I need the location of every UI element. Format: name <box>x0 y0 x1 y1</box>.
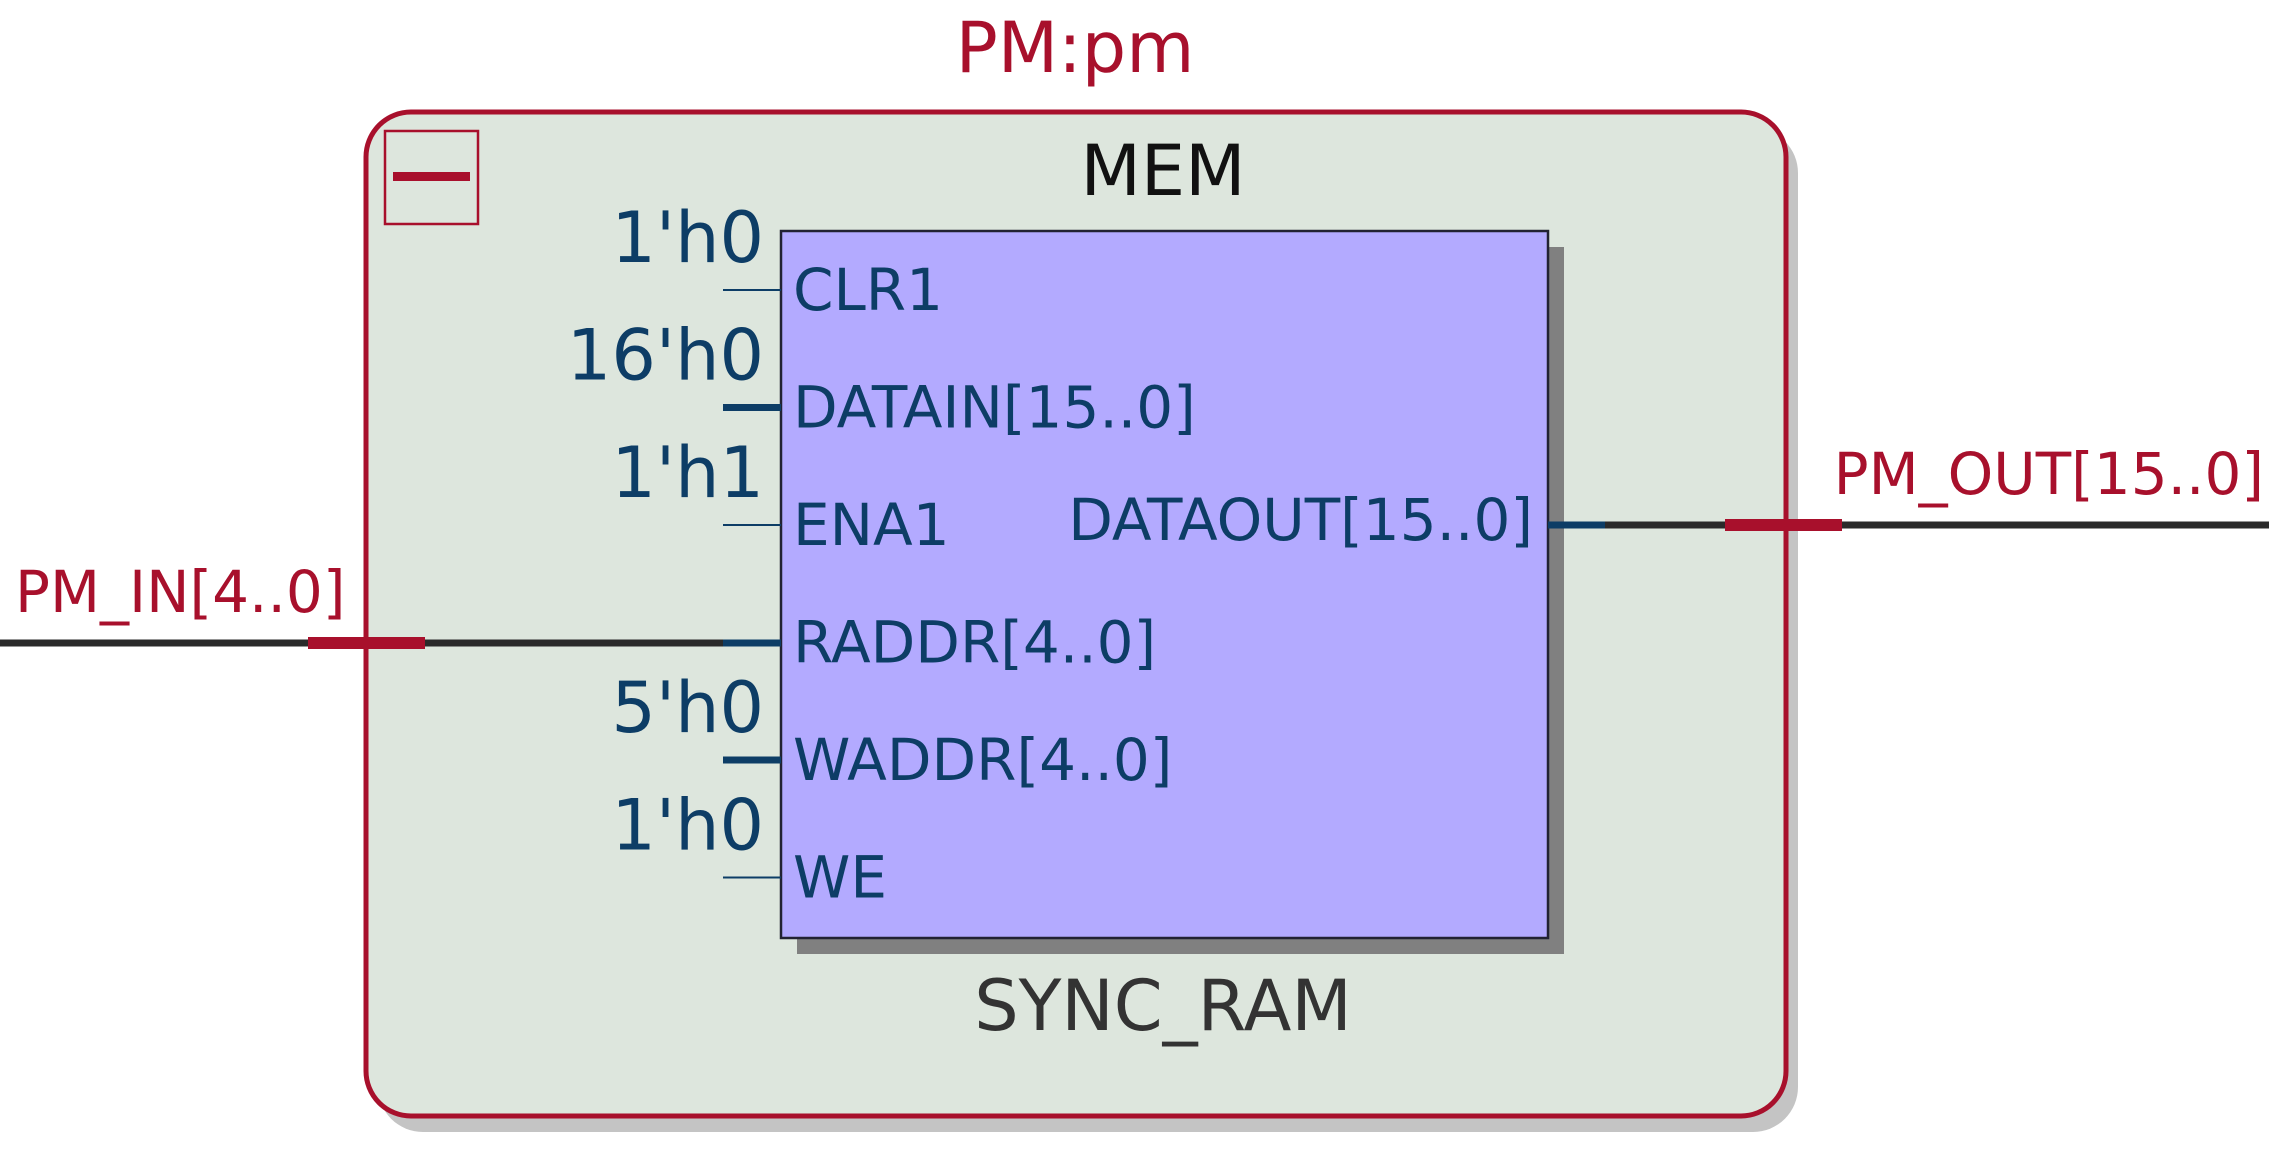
input-port-we[interactable]: WE 1'h0 <box>611 785 887 912</box>
input-ports: CLR11'h0DATAIN[15..0]16'h0ENA11'h1RADDR[… <box>567 197 1196 912</box>
input-port-label: WADDR[4..0] <box>793 726 1172 794</box>
input-port-label: RADDR[4..0] <box>793 609 1156 677</box>
constant-value: 5'h0 <box>611 667 764 749</box>
instance-type: SYNC_RAM <box>974 965 1352 1047</box>
collapse-minus-icon <box>393 172 470 181</box>
output-port-label: DATAOUT[15..0] <box>1068 486 1533 554</box>
constant-value: 1'h0 <box>611 785 764 867</box>
input-port-waddr[interactable]: WADDR[4..0] 5'h0 <box>611 667 1172 794</box>
input-pin-label: PM_IN[4..0] <box>15 558 345 626</box>
input-port-ena1[interactable]: ENA1 1'h1 <box>611 432 949 559</box>
input-port-datain[interactable]: DATAIN[15..0] 16'h0 <box>567 315 1196 442</box>
ram-block[interactable] <box>779 229 1550 940</box>
collapse-box <box>383 129 480 226</box>
input-port-label: CLR1 <box>793 256 943 324</box>
input-port-label: WE <box>793 844 887 912</box>
constant-value: 1'h0 <box>611 197 764 279</box>
constant-value: 16'h0 <box>567 315 764 397</box>
input-port-label: ENA1 <box>793 491 950 559</box>
input-port-label: DATAIN[15..0] <box>793 374 1196 442</box>
instance-name: MEM <box>1080 130 1245 212</box>
input-port-clr1[interactable]: CLR1 1'h0 <box>611 197 943 324</box>
module-title: PM:pm <box>956 7 1195 89</box>
output-pin-label: PM_OUT[15..0] <box>1834 440 2264 508</box>
output-pin-marker[interactable] <box>1725 519 1842 531</box>
collapse-button[interactable] <box>383 129 480 226</box>
constant-value: 1'h1 <box>611 432 764 514</box>
input-pin-marker[interactable] <box>308 637 425 649</box>
input-port-raddr[interactable]: RADDR[4..0] <box>793 609 1156 677</box>
output-port-dataout[interactable]: DATAOUT[15..0] <box>1068 486 1605 554</box>
